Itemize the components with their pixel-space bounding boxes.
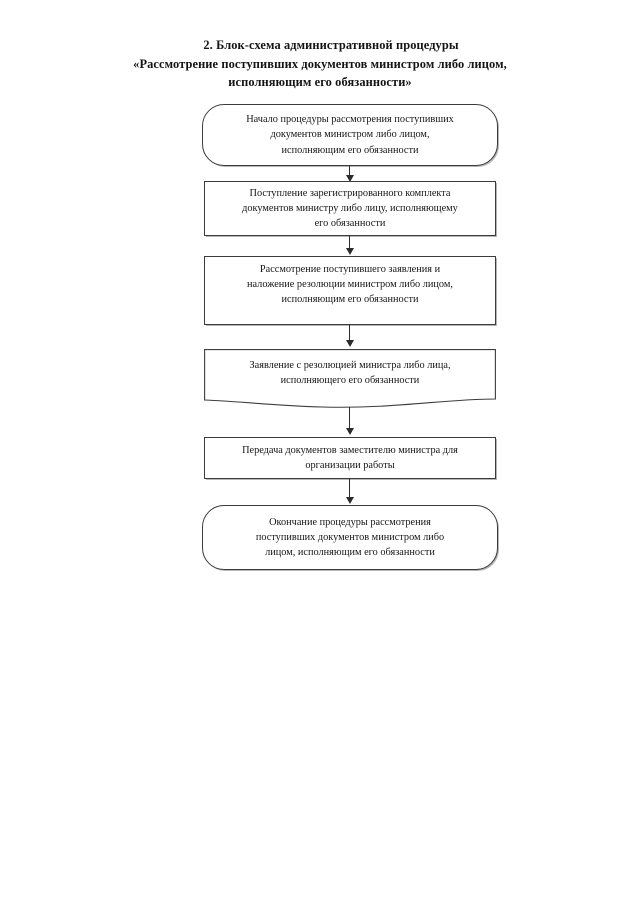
flow-node-end: Окончание процедуры рассмотрения поступи… (202, 505, 498, 570)
flow-edge-start-to-receipt (349, 166, 350, 178)
flow-edge-review-to-document-arrowhead (345, 340, 354, 347)
flow-edge-document-to-transfer-arrowhead (345, 428, 354, 435)
flow-edge-receipt-to-review (349, 236, 350, 249)
flow-node-review-label: Рассмотрение поступившего заявления и на… (247, 263, 453, 306)
flow-edge-transfer-to-end-arrowhead (345, 497, 354, 504)
flow-edge-receipt-to-review-arrowhead (345, 248, 354, 255)
flow-node-resolution-document: Заявление с резолюцией министра либо лиц… (204, 349, 496, 409)
flow-node-receipt-label: Поступление зарегистрированного комплект… (242, 187, 458, 230)
flow-edge-review-to-document (349, 325, 350, 341)
flow-node-start-label: Начало процедуры рассмотрения поступивши… (246, 114, 454, 156)
page-title: 2. Блок-схема административной процедуры… (0, 36, 640, 92)
flow-node-receipt: Поступление зарегистрированного комплект… (204, 181, 496, 236)
flow-node-transfer: Передача документов заместителю министра… (204, 437, 496, 479)
flow-edge-document-to-transfer (349, 407, 350, 429)
flow-node-end-label: Окончание процедуры рассмотрения поступи… (255, 516, 445, 559)
document-shape-icon (204, 349, 496, 409)
flow-edge-start-to-receipt-arrowhead (345, 175, 354, 182)
flow-node-start: Начало процедуры рассмотрения поступивши… (202, 104, 498, 166)
page-title-line-1: 2. Блок-схема административной процедуры (203, 38, 459, 52)
flow-node-transfer-label: Передача документов заместителю министра… (242, 444, 458, 471)
flow-node-resolution-document-label: Заявление с резолюцией министра либо лиц… (249, 360, 451, 387)
flow-node-review: Рассмотрение поступившего заявления и на… (204, 256, 496, 325)
page-title-line-3: исполняющим его обязанности» (228, 75, 412, 89)
page-title-line-2: «Рассмотрение поступивших документов мин… (133, 56, 507, 71)
flow-edge-transfer-to-end (349, 479, 350, 498)
